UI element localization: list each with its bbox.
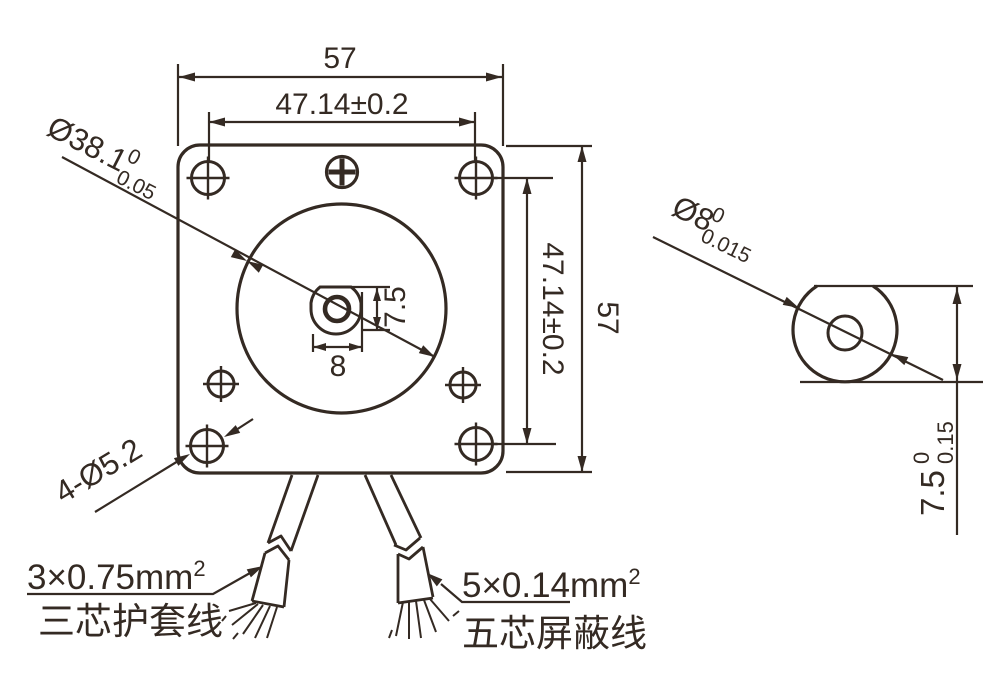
arrowhead [209, 117, 225, 127]
arrowhead [952, 288, 962, 304]
arrowhead [427, 573, 443, 587]
cable-right [363, 474, 460, 639]
arrowhead [782, 296, 799, 308]
shaft-detail-bore [826, 314, 864, 352]
detail-flat-text: 7.5 [914, 470, 951, 516]
pilot-circle [235, 202, 448, 415]
arrowhead [313, 343, 326, 351]
arrowhead [224, 425, 241, 437]
arrowhead [486, 72, 502, 82]
arrowhead [577, 146, 587, 162]
shaft-detail-view: Ø8 0 0.015 7.5 0 0.15 [652, 189, 983, 535]
arrowhead [246, 566, 263, 578]
dimension-right-height: 57 [506, 144, 624, 474]
dim-text-height-right: 57 [591, 301, 624, 334]
arrowhead [230, 249, 247, 261]
flange-plate-outline [176, 143, 505, 475]
cable-left-spec: 3×0.75mm2 [27, 556, 206, 597]
callout-mount-holes: 4-Ø5.2 [49, 418, 254, 513]
screw-hole-top-center [324, 154, 360, 190]
dimension-shaft-flat: 7.5 [351, 285, 412, 332]
mounting-hole-bottom-left [185, 424, 229, 468]
arrowhead [522, 428, 532, 444]
dimension-top-hole-spacing: 47.14±0.2 [207, 88, 477, 161]
detail-flat-tol-upper: 0 [909, 452, 934, 464]
dimension-top-width: 57 [176, 42, 505, 146]
mounting-hole-top-left [186, 156, 230, 200]
cable-left [221, 474, 320, 640]
pilot-tol-lower: 0.05 [113, 166, 160, 205]
arrowhead [373, 288, 381, 301]
arrowhead [373, 317, 381, 330]
detail-flat-tol-lower: 0.15 [933, 421, 958, 464]
screw-hole-mid-left [203, 366, 239, 402]
cable-left-label: 3×0.75mm2 三芯护套线 [27, 556, 263, 642]
arrowhead [522, 178, 532, 194]
front-view: 57 47.14±0.2 47.14±0.2 57 [42, 42, 624, 513]
arrowhead [892, 354, 909, 366]
arrowhead [247, 261, 264, 273]
dim-text-hole-spacing-right: 47.14±0.2 [536, 242, 569, 375]
cable-right-name: 五芯屏蔽线 [462, 613, 647, 654]
mounting-hole-bottom-right [454, 422, 498, 466]
arrowhead [173, 454, 190, 466]
cable-left-name: 三芯护套线 [38, 601, 223, 642]
arrowhead [179, 72, 195, 82]
cable-right-wires [388, 598, 460, 639]
dimension-detail-flat: 7.5 0 0.15 [909, 286, 962, 535]
arrowhead [952, 364, 962, 380]
shaft-detail-outline [791, 284, 899, 384]
shaft-dia-tol-lower: 0.015 [697, 224, 754, 268]
arrowhead [349, 343, 362, 351]
dimension-shaft-width: 8 [311, 292, 364, 383]
pilot-diameter-text: Ø38.1 [42, 109, 133, 179]
shaft-bore [322, 294, 352, 324]
arrowhead [577, 456, 587, 472]
dim-text-shaft-flat: 7.5 [379, 286, 412, 328]
arrowhead [418, 345, 435, 357]
mounting-hole-top-right [454, 156, 498, 200]
dim-text-shaft-width: 8 [330, 350, 347, 383]
dim-text-width: 57 [323, 42, 356, 75]
cable-left-wires [221, 602, 278, 640]
arrowhead [459, 117, 475, 127]
mount-holes-text: 4-Ø5.2 [49, 431, 148, 510]
screw-hole-mid-right [445, 367, 481, 403]
cable-right-spec: 5×0.14mm2 [462, 564, 641, 605]
dim-text-hole-spacing-top: 47.14±0.2 [275, 88, 408, 121]
dimension-right-hole-spacing: 47.14±0.2 [493, 176, 569, 446]
cable-right-label: 5×0.14mm2 五芯屏蔽线 [427, 564, 647, 654]
cables: 3×0.75mm2 三芯护套线 5×0.14mm2 五芯屏蔽线 [27, 474, 647, 654]
